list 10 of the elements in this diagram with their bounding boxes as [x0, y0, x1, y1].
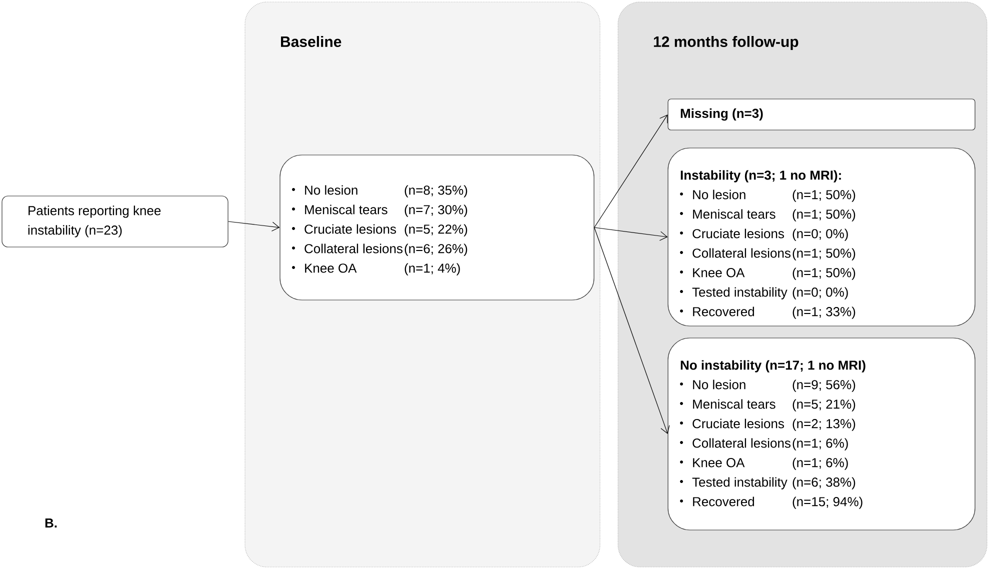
arrow — [594, 227, 668, 241]
result-box: No lesion (n=8; 35%) Meniscal tears (n=7; 30%) Cruciate lesions (n=5; 22%) Collateral lesions (n=6; 26%) Knee OA (n=1; 4%) — [280, 154, 594, 300]
arrow — [594, 227, 670, 434]
result-box: Instability (n=3; 1 no MRI): No lesion (n=1; 50%) Meniscal tears (n=1; 50%) Cruciate lesions (n=0; 0%) Collateral lesions (n=1; 50%) Knee OA (n=1; 50%) Tested instability (n=0; 0%) Recovered (n=1; 33%) — [668, 148, 976, 326]
result-box: No instability (n=17; 1 no MRI) No lesion (n=9; 56%) Meniscal tears (n=5; 21%) Cruciate lesions (n=2; 13%) Collateral lesions (n=1; 6%) Knee OA (n=1; 6%) Tested instability (n=6; 38%) Recovered (n=15; 94%) — [668, 338, 976, 530]
panel-label: B. — [45, 518, 57, 528]
result-box: Missing (n=3) — [668, 98, 976, 130]
arrow — [594, 114, 668, 228]
arrow — [228, 221, 280, 232]
process-box: Patients reporting knee instability (n=23) — [2, 196, 228, 248]
